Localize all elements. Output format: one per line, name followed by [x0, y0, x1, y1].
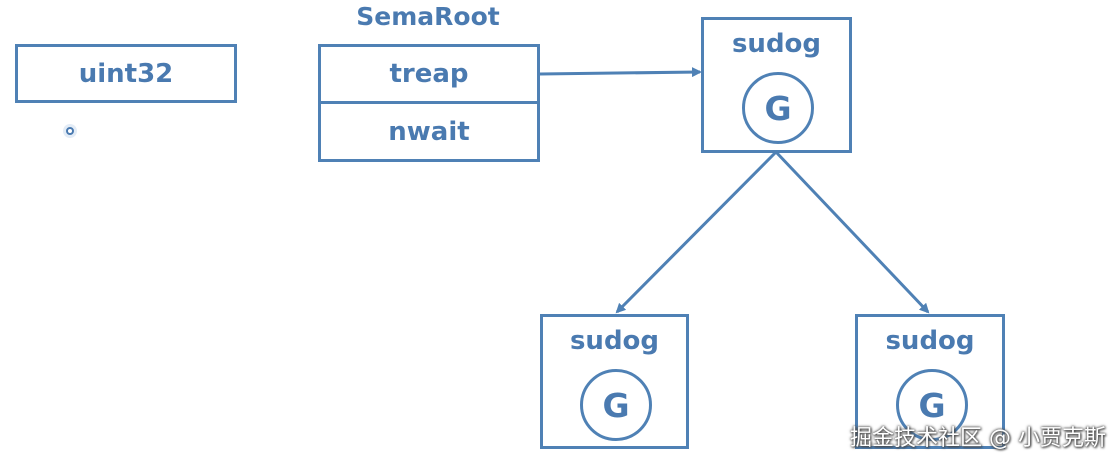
nwait-field: nwait	[388, 116, 470, 147]
g-left-circle: G	[580, 369, 652, 441]
g-root-circle: G	[742, 72, 814, 144]
uint32-box: uint32	[15, 44, 237, 103]
watermark-text: 掘金技术社区 @ 小贾克斯	[850, 426, 1106, 451]
treap-field: treap	[321, 47, 537, 104]
sudog-left-label: sudog	[569, 326, 660, 356]
g-right-circle: G	[896, 369, 968, 441]
semaroot-title: SemaRoot	[356, 2, 500, 31]
treap-to-root-arrow	[539, 67, 702, 78]
root-to-left-child-arrow	[615, 150, 778, 314]
sudog-root-node: sudog G	[701, 17, 852, 153]
sudog-right-label: sudog	[885, 326, 975, 356]
cursor-dot	[63, 124, 77, 138]
uint32-label: uint32	[78, 58, 174, 89]
semaroot-box: treap nwait	[318, 44, 540, 162]
sudog-right-node: sudog G	[855, 314, 1005, 449]
sudog-root-label: sudog	[731, 29, 822, 59]
root-to-right-child-arrow	[774, 150, 930, 314]
sudog-left-node: sudog G	[540, 314, 689, 449]
